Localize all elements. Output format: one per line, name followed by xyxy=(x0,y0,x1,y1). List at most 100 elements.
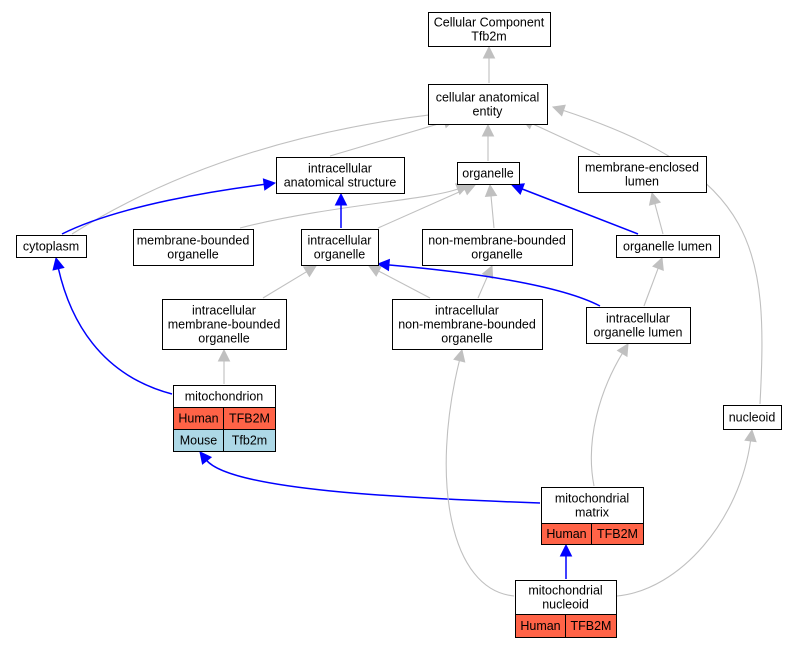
node-label-line: mitochondrion xyxy=(185,390,264,404)
node-label-line: non-membrane-bounded xyxy=(398,318,536,332)
annotation-gene-cell xyxy=(223,429,276,452)
node-label-line: anatomical structure xyxy=(284,176,397,190)
edge-line xyxy=(329,121,446,157)
edge-nuc-to-cae xyxy=(551,104,763,405)
node-label-line: cellular anatomical xyxy=(436,91,540,105)
node-box xyxy=(428,84,548,125)
edge-line xyxy=(521,187,639,235)
annotation-species: Human xyxy=(546,527,586,541)
edge-inmbo-to-io xyxy=(368,265,431,299)
edge-line xyxy=(477,274,489,299)
edge-arrowhead xyxy=(481,123,495,137)
node-box xyxy=(428,12,551,47)
edge-arrowhead xyxy=(648,191,662,206)
edge-line xyxy=(616,439,752,597)
edge-arrowhead xyxy=(217,348,231,362)
node-box xyxy=(541,487,644,524)
edge-mito-to-cyto xyxy=(52,256,173,395)
edge-io-to-ias xyxy=(334,192,348,228)
edge-mm-to-iol xyxy=(590,343,629,487)
node-box xyxy=(586,307,691,344)
node-label-line: nucleoid xyxy=(542,598,589,612)
annotation-gene-cell xyxy=(565,614,617,638)
node-label-line: intracellular xyxy=(192,304,256,318)
node-box xyxy=(515,580,617,615)
annotation-gene: TFB2M xyxy=(597,527,638,541)
node-label-line: organelle xyxy=(198,332,249,346)
edge-line xyxy=(57,267,173,395)
node-box xyxy=(457,162,520,185)
edge-arrowhead xyxy=(334,192,348,206)
edge-mito-to-imbo xyxy=(217,348,231,384)
edge-line xyxy=(61,183,266,235)
edge-arrowhead xyxy=(262,178,277,191)
edge-line xyxy=(490,194,495,229)
edge-mn-to-nuc xyxy=(616,428,757,597)
edge-mn-to-mm xyxy=(559,543,573,579)
node-box xyxy=(133,229,254,266)
edge-line xyxy=(562,109,763,405)
node-org[interactable]: organelle xyxy=(457,162,520,185)
edge-line xyxy=(387,264,601,307)
edge-cae-to-root xyxy=(482,45,496,83)
edge-mn-to-inmbo xyxy=(445,348,515,597)
edge-line xyxy=(445,359,515,597)
node-label-line: Tfb2m xyxy=(471,30,506,44)
node-label-line: mitochondrial xyxy=(528,584,602,598)
node-label-line: Cellular Component xyxy=(434,16,545,30)
edge-line xyxy=(71,113,436,235)
node-label-line: intracellular xyxy=(308,162,372,176)
edge-line xyxy=(530,122,601,156)
annotation-species: Mouse xyxy=(180,434,218,448)
edge-iol-to-io xyxy=(376,258,601,307)
edge-line xyxy=(205,459,541,504)
node-box xyxy=(422,229,573,266)
node-label-line: organelle xyxy=(462,167,513,181)
edge-arrowhead xyxy=(652,256,664,271)
node-label-line: organelle xyxy=(167,248,218,262)
node-label-line: matrix xyxy=(575,506,610,520)
edge-mm-to-mito xyxy=(199,451,541,504)
annotation-gene-cell xyxy=(591,523,644,545)
node-ol[interactable]: organelle lumen xyxy=(616,235,720,258)
node-nuc[interactable]: nucleoid xyxy=(723,405,782,430)
edge-ol-to-mel xyxy=(648,191,664,235)
node-label-line: organelle xyxy=(471,248,522,262)
edge-arrowhead xyxy=(376,258,391,272)
edge-org-to-cae xyxy=(481,123,495,161)
node-inmbo[interactable]: intracellularnon-membrane-boundedorganel… xyxy=(392,299,543,350)
edge-imbo-to-io xyxy=(262,265,317,299)
edge-line xyxy=(239,188,459,229)
node-box xyxy=(616,235,720,258)
node-box xyxy=(301,229,379,266)
node-box xyxy=(723,405,782,430)
node-label-line: intracellular xyxy=(435,304,499,318)
node-label-line: membrane-bounded xyxy=(137,234,250,248)
edge-arrowhead xyxy=(551,104,566,117)
annotation-gene: Tfb2m xyxy=(232,434,267,448)
edge-arrowhead xyxy=(302,265,317,278)
edge-arrowhead xyxy=(482,45,496,59)
node-label-line: organelle xyxy=(314,248,365,262)
edge-arrowhead xyxy=(368,265,383,277)
node-box xyxy=(16,235,87,258)
edge-arrowhead xyxy=(559,543,573,557)
node-label-line: membrane-enclosed xyxy=(585,161,699,175)
edge-arrowhead xyxy=(453,348,466,363)
node-cyto[interactable]: cytoplasm xyxy=(16,235,87,258)
node-label-line: intracellular xyxy=(308,234,372,248)
